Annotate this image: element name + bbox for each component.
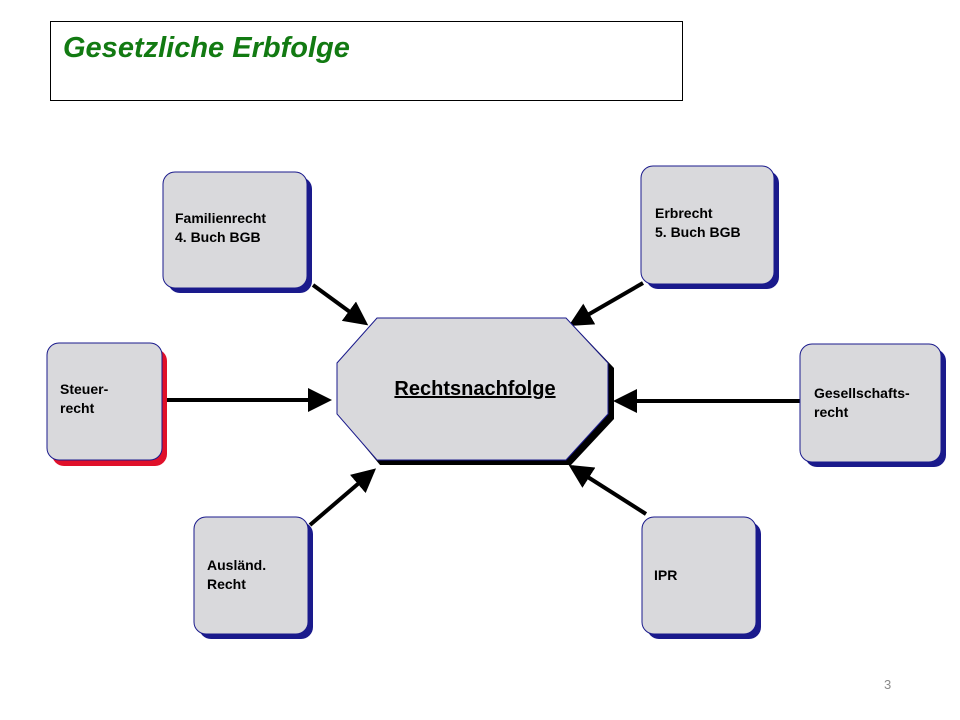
familienrecht-line2: 4. Buch BGB bbox=[175, 229, 261, 245]
node-familienrecht: Familienrecht 4. Buch BGB bbox=[162, 171, 312, 293]
ipr-label: IPR bbox=[654, 567, 677, 583]
node-auslaendisch: Ausländ. Recht bbox=[193, 516, 313, 639]
title-box: Gesetzliche Erbfolge bbox=[50, 21, 683, 101]
familienrecht-line1: Familienrecht bbox=[175, 210, 266, 226]
arrow-ipr bbox=[568, 464, 648, 516]
auslaendisch-line2: Recht bbox=[207, 576, 246, 592]
steuerrecht-line1: Steuer- bbox=[60, 381, 109, 397]
erbrecht-line1: Erbrecht bbox=[655, 205, 713, 221]
arrows bbox=[163, 281, 800, 527]
page-number: 3 bbox=[884, 677, 892, 692]
auslaendisch-line1: Ausländ. bbox=[207, 557, 266, 573]
gesellschaftsrecht-line2: recht bbox=[814, 404, 849, 420]
arrow-auslaendisch bbox=[308, 468, 377, 527]
arrow-erbrecht bbox=[568, 281, 645, 327]
node-erbrecht: Erbrecht 5. Buch BGB bbox=[640, 165, 779, 289]
node-ipr: IPR bbox=[641, 516, 761, 639]
steuerrecht-line2: recht bbox=[60, 400, 95, 416]
page-title: Gesetzliche Erbfolge bbox=[63, 32, 350, 64]
gesellschaftsrecht-line1: Gesellschafts- bbox=[814, 385, 910, 401]
node-steuerrecht: Steuer- recht bbox=[46, 342, 167, 466]
center-label: Rechtsnachfolge bbox=[394, 378, 555, 400]
node-gesellschaftsrecht: Gesellschafts- recht bbox=[799, 343, 946, 467]
arrow-familienrecht bbox=[311, 283, 369, 326]
node-rechtsnachfolge: Rechtsnachfolge bbox=[336, 317, 614, 465]
erbrecht-line2: 5. Buch BGB bbox=[655, 224, 741, 240]
